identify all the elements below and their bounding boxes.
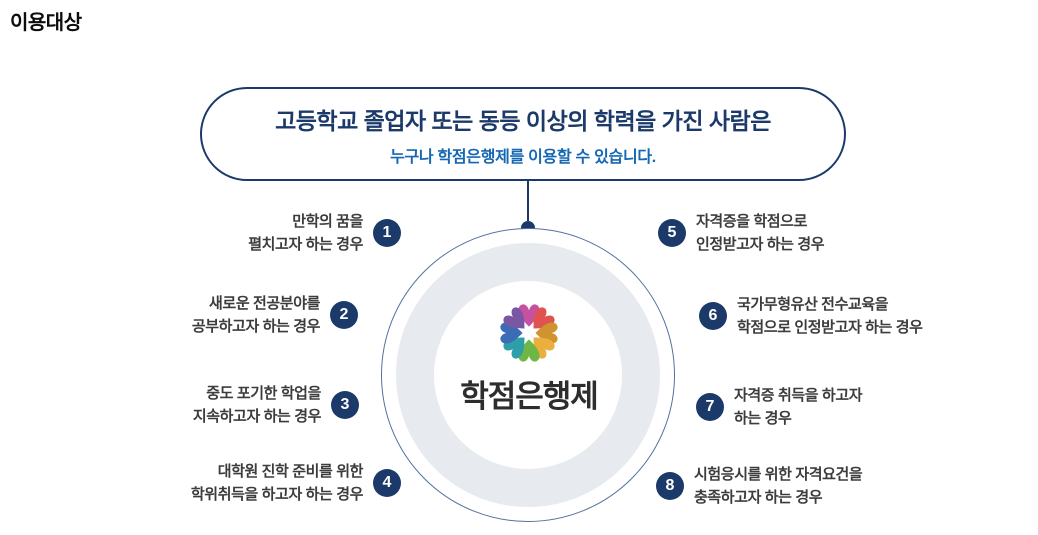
reason-text-4: 대학원 진학 준비를 위한 학위취득을 하고자 하는 경우 [190,463,364,503]
connector-line [527,179,529,223]
reason-text-3: 중도 포기한 학업을 지속하고자 하는 경우 [192,385,322,425]
reason-text-2: 새로운 전공분야를 공부하고자 하는 경우 [191,295,321,335]
number-badge-3: 3 [331,391,359,419]
number-badge-4: 4 [373,469,401,497]
reason-item-6: 6 국가무형유산 전수교육을 학점으로 인정받고자 하는 경우 [699,293,923,339]
reason-item-7: 7 자격증 취득을 하고자 하는 경우 [696,384,863,430]
reason-item-3: 중도 포기한 학업을 지속하고자 하는 경우 3 [193,382,359,428]
number-badge-8: 8 [656,472,684,500]
reason-item-8: 8 시험응시를 위한 자격요건을 충족하고자 하는 경우 [656,463,863,509]
reason-text-8: 시험응시를 위한 자격요건을 충족하고자 하는 경우 [694,466,863,506]
banner-heading: 고등학교 졸업자 또는 동등 이상의 학력을 가진 사람은 [275,107,771,134]
number-badge-5: 5 [658,219,686,247]
banner-subheading: 누구나 학점은행제를 이용할 수 있습니다. [390,148,656,166]
reason-text-7: 자격증 취득을 하고자 하는 경우 [734,387,863,427]
credit-bank-logo-text: 학점은행제 [460,379,599,414]
reason-item-2: 새로운 전공분야를 공부하고자 하는 경우 2 [192,292,358,338]
reason-item-4: 대학원 진학 준비를 위한 학위취득을 하고자 하는 경우 4 [191,460,401,506]
number-badge-1: 1 [373,219,401,247]
reason-text-6: 국가무형유산 전수교육을 학점으로 인정받고자 하는 경우 [737,296,923,336]
page-title: 이용대상 [10,12,82,34]
reason-text-1: 만학의 꿈을 펼치고자 하는 경우 [248,213,363,253]
reason-text-5: 자격증을 학점으로 인정받고자 하는 경우 [696,213,825,253]
number-badge-7: 7 [696,393,724,421]
eligibility-banner: 고등학교 졸업자 또는 동등 이상의 학력을 가진 사람은 누구나 학점은행제를… [200,87,846,181]
reason-item-5: 5 자격증을 학점으로 인정받고자 하는 경우 [658,210,825,256]
number-badge-2: 2 [330,301,358,329]
number-badge-6: 6 [699,302,727,330]
flower-pinwheel-icon [500,304,558,362]
reason-item-1: 만학의 꿈을 펼치고자 하는 경우 1 [248,210,401,256]
